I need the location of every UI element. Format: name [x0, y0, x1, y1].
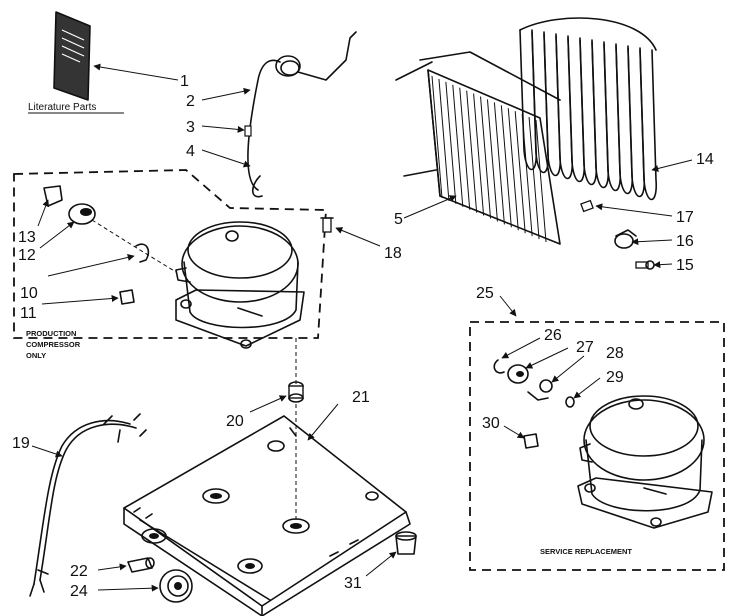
callout-15: 15: [676, 257, 694, 274]
production-note-line2: COMPRESSOR: [26, 340, 81, 349]
condenser-fin: [507, 108, 519, 231]
service-replacement-box: [469, 321, 725, 571]
callout-22: 22: [70, 563, 88, 580]
condenser-fin: [480, 96, 492, 219]
condenser-fin: [452, 84, 464, 207]
callout-26: 26: [544, 327, 562, 344]
callout-5: 5: [394, 211, 403, 228]
production-note-line3: ONLY: [26, 351, 46, 360]
callout-19: 19: [12, 435, 30, 452]
condenser-fin: [466, 90, 478, 213]
condenser-fin: [473, 93, 485, 216]
assembly-line-production: [91, 219, 177, 273]
service-compressor: [577, 395, 713, 529]
condenser-fin: [500, 105, 512, 228]
callout-27: 27: [576, 339, 594, 356]
overload-part-12: [68, 203, 96, 225]
callout-20: 20: [226, 413, 244, 430]
coil-loop: [639, 49, 657, 201]
condenser-fin: [459, 87, 471, 210]
condenser-fin: [493, 102, 505, 225]
capillary-tube: [244, 31, 357, 198]
coil-top-bend: [519, 17, 657, 51]
drier-fitting: [244, 125, 252, 137]
bolt-part-18: [320, 217, 334, 233]
base-pan: [123, 415, 411, 616]
condenser-fin: [445, 81, 457, 204]
condenser-fin: [486, 99, 498, 222]
service-clip-part-26: [493, 359, 505, 374]
callout-25: 25: [476, 285, 494, 302]
callout-24: 24: [70, 583, 88, 600]
condenser-fin: [514, 111, 526, 234]
callout-29: 29: [606, 369, 624, 386]
production-compressor-box: [13, 169, 327, 339]
callout-21: 21: [352, 389, 370, 406]
condenser-fin: [528, 117, 540, 240]
service-replacement-label: SERVICE REPLACEMENT: [540, 547, 632, 556]
callout-2: 2: [186, 93, 195, 110]
callout-18: 18: [384, 245, 402, 262]
service-relay-part-28: [527, 379, 553, 401]
leader-lines: [31, 63, 693, 592]
callout-12: 12: [18, 247, 36, 264]
callout-14: 14: [696, 151, 714, 168]
terminal-cover-part-11: [119, 289, 135, 305]
wheel-part-24: [159, 569, 193, 603]
callout-1: 1: [180, 73, 189, 90]
grommet-part-16: [614, 229, 637, 249]
literature-booklet: [53, 11, 91, 101]
service-clip-part-29: [565, 396, 575, 408]
condenser-fin: [535, 119, 547, 243]
production-note-line1: PRODUCTION: [26, 329, 76, 338]
callout-4: 4: [186, 143, 195, 160]
callout-3: 3: [186, 119, 195, 136]
condenser: [395, 51, 561, 245]
condenser-fin: [431, 75, 443, 199]
production-compressor: [175, 221, 305, 349]
wire-harness: [29, 413, 147, 597]
service-cover-part-30: [523, 433, 539, 449]
callout-16: 16: [676, 233, 694, 250]
callout-11: 11: [20, 305, 37, 322]
callout-30: 30: [482, 415, 500, 432]
callout-31: 31: [344, 575, 362, 592]
foot-part-31: [395, 531, 417, 555]
clip-part-10: [135, 243, 150, 263]
roller-part-22: [127, 557, 155, 573]
condenser-coil: [519, 17, 657, 201]
callout-numbers: 1 2 3 4 5 14 17 16 15 18 13 12 10 11 20 …: [12, 73, 714, 600]
service-overload-part-27: [507, 364, 529, 384]
literature-parts-label: Literature Parts: [28, 102, 96, 113]
clip-part-17: [580, 199, 594, 213]
condenser-fin: [438, 78, 450, 201]
callout-10: 10: [20, 285, 38, 302]
callout-28: 28: [606, 345, 624, 362]
screw-part-15: [635, 260, 655, 270]
callout-17: 17: [676, 209, 694, 226]
callout-13: 13: [18, 229, 36, 246]
mount-grommet-part-20: [288, 381, 304, 403]
